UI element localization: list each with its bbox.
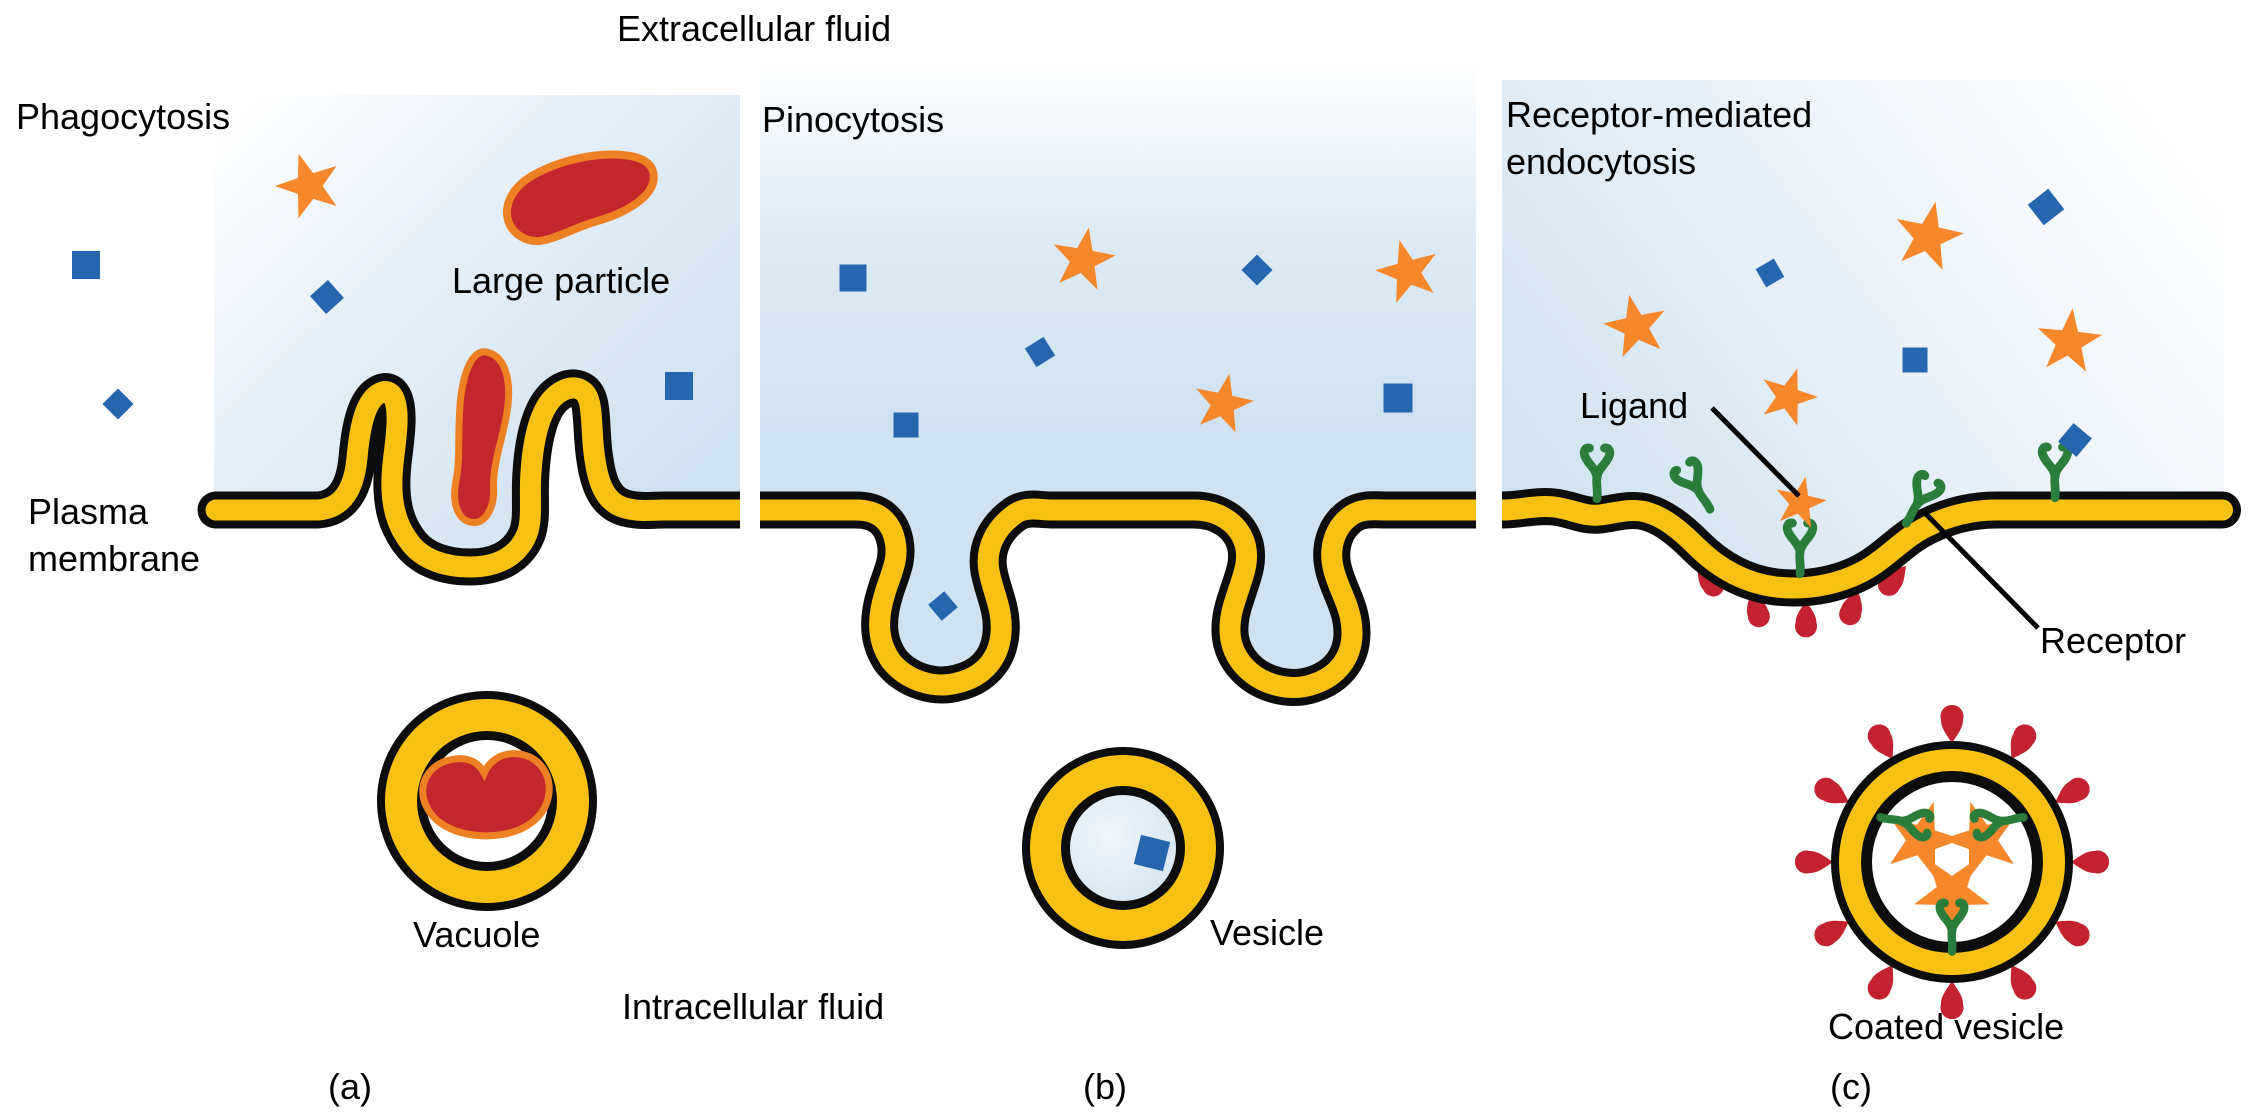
receptor-leader-line xyxy=(1922,510,2040,630)
panel-a-phagocytosis xyxy=(72,95,740,911)
panel-a-title: Phagocytosis xyxy=(16,96,231,137)
solute-diamond xyxy=(1024,336,1056,368)
engulfed-particle xyxy=(451,348,513,527)
vacuole xyxy=(377,691,597,911)
vesicle xyxy=(1022,747,1224,949)
vesicle-label: Vesicle xyxy=(1210,912,1325,953)
solute-diamond xyxy=(2058,423,2092,457)
solute-square xyxy=(1383,383,1413,413)
large-particle xyxy=(502,150,658,246)
solute-square xyxy=(893,412,919,438)
plasma-membrane-a xyxy=(197,369,740,586)
solute-diamond-in-pit xyxy=(928,591,958,621)
plasma-membrane-label: Plasma membrane xyxy=(28,491,201,579)
solute-square xyxy=(839,264,867,292)
panel-a-letter: (a) xyxy=(328,1066,372,1107)
solute-square xyxy=(72,251,100,279)
solute-square-in-vesicle xyxy=(1133,834,1171,872)
solute-square xyxy=(665,372,693,400)
solute-diamond xyxy=(310,280,344,314)
panel-c-letter: (c) xyxy=(1830,1066,1872,1107)
ligand-label: Ligand xyxy=(1580,385,1689,426)
panel-c-title: Receptor-mediated endocytosis xyxy=(1506,94,1813,182)
coated-vesicle-label: Coated vesicle xyxy=(1828,1006,2065,1047)
coated-vesicle xyxy=(1794,704,2110,1020)
solute-diamond xyxy=(102,388,134,420)
solute-diamond xyxy=(1755,258,1785,288)
large-particle-label: Large particle xyxy=(452,260,671,301)
intracellular-fluid-label: Intracellular fluid xyxy=(622,986,885,1027)
receptor-label: Receptor xyxy=(2040,620,2187,661)
vacuole-label: Vacuole xyxy=(413,914,541,955)
plasma-membrane-b xyxy=(760,490,1476,706)
panel-c-receptor-mediated-endocytosis xyxy=(1501,80,2241,1020)
solute-square xyxy=(1902,347,1928,373)
panel-b-title: Pinocytosis xyxy=(762,99,945,140)
panel-b-letter: (b) xyxy=(1083,1066,1127,1107)
panel-b-pinocytosis xyxy=(760,62,1476,949)
ligand-leader-line xyxy=(1710,406,1801,498)
extracellular-fluid-label: Extracellular fluid xyxy=(617,8,892,49)
extracellular-fluid-region-b xyxy=(760,62,1476,688)
plasma-membrane-c xyxy=(1501,488,2241,607)
solute-diamond xyxy=(2027,188,2065,226)
